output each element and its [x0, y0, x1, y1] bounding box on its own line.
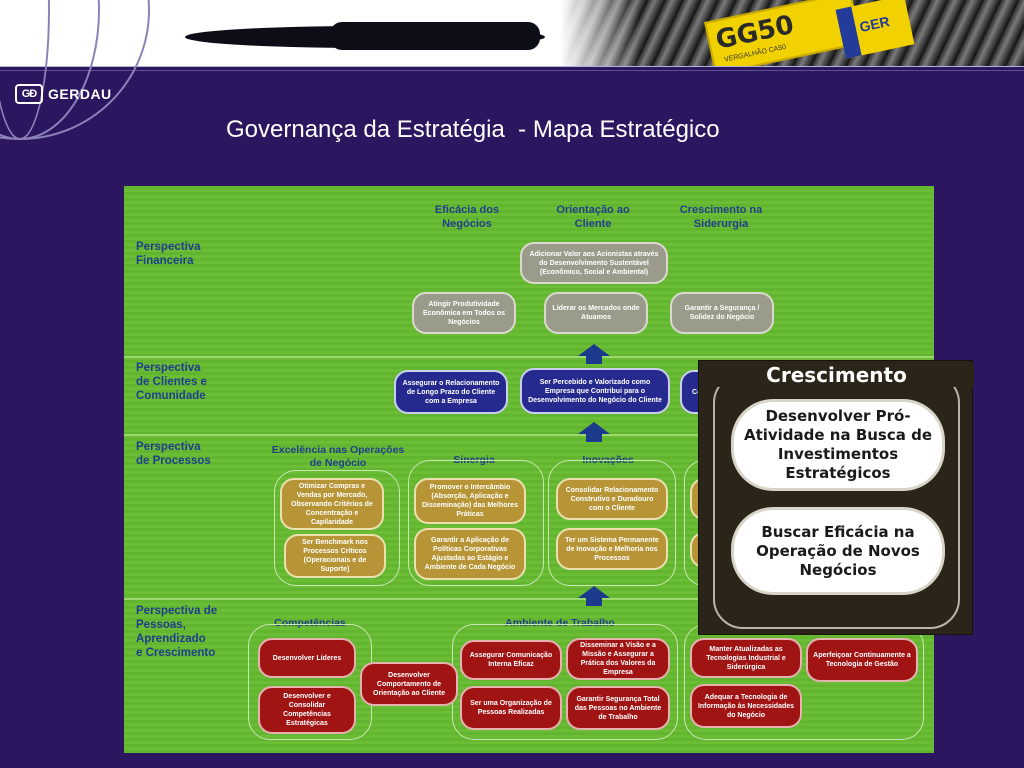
- callout-item: Buscar Eficácia na Operação de Novos Neg…: [731, 507, 945, 595]
- financial-objective: Adicionar Valor aos Acionistas através d…: [520, 242, 668, 284]
- callout-title: Crescimento: [699, 363, 974, 387]
- process-objective: Consolidar Relacionamento Construtivo e …: [556, 478, 668, 520]
- header-divider: [0, 70, 1024, 71]
- header-divider: [0, 66, 1024, 67]
- band-divider: [124, 434, 934, 436]
- up-arrow-icon: [586, 598, 602, 606]
- growth-callout: Crescimento Desenvolver Pró-Atividade na…: [698, 360, 974, 635]
- financial-objective: Liderar os Mercados onde Atuamos: [544, 292, 648, 334]
- process-group: [408, 460, 544, 586]
- group-header: Ambiente de Trabalho: [505, 617, 615, 629]
- process-objective: Ter um Sistema Permanente de Inovação e …: [556, 528, 668, 570]
- page-title: Governança da Estratégia - Mapa Estratég…: [226, 116, 720, 143]
- up-arrow-icon: [586, 434, 602, 442]
- band-divider: [124, 356, 934, 358]
- financial-objective: Atingir Produtividade Econômica em Todos…: [412, 292, 516, 334]
- people-objective: Aperfeiçoar Continuamente a Tecnologia d…: [806, 638, 918, 682]
- up-arrow-icon: [586, 356, 602, 364]
- up-arrow-icon: [578, 422, 610, 434]
- people-objective: Desenvolver Líderes: [258, 638, 356, 678]
- gerdau-logo: GĐ GERDAU: [15, 84, 112, 104]
- column-header: Orientação ao Cliente: [556, 204, 630, 230]
- up-arrow-icon: [578, 586, 610, 598]
- perspective-label: Perspectiva Financeira: [136, 241, 201, 267]
- group-header: Competências: [274, 617, 346, 629]
- people-objective: Garantir Segurança Total das Pessoas no …: [566, 686, 670, 730]
- people-objective: Desenvolver Comportamento de Orientação …: [360, 662, 458, 706]
- people-objective: Ser uma Organização de Pessoas Realizada…: [460, 686, 562, 730]
- column-header: Eficácia dos Negócios: [434, 204, 500, 230]
- client-objective: Assegurar o Relacionamento de Longo Praz…: [394, 370, 508, 414]
- process-objective: Ser Benchmark nos Processos Críticos (Op…: [284, 534, 386, 578]
- people-objective: Assegurar Comunicação Interna Eficaz: [460, 640, 562, 680]
- process-group: [548, 460, 676, 586]
- process-objective: Promover o Intercâmbio (Absorção, Aplica…: [414, 478, 526, 524]
- people-objective: Adequar a Tecnologia de Informação às Ne…: [690, 684, 802, 728]
- client-objective: Ser Percebido e Valorizado como Empresa …: [520, 368, 670, 414]
- up-arrow-icon: [578, 344, 610, 356]
- band-divider: [124, 598, 934, 600]
- logo-mark-icon: GĐ: [15, 84, 43, 104]
- process-objective: Otimizar Compras e Vendas por Mercado, O…: [280, 478, 384, 530]
- process-objective: Garantir a Aplicação de Políticas Corpor…: [414, 528, 526, 580]
- header-redaction: [330, 22, 540, 50]
- column-header: Crescimento na Siderurgia: [679, 204, 763, 230]
- perspective-label: Perspectiva de Pessoas, Aprendizado e Cr…: [136, 605, 218, 659]
- callout-item: Desenvolver Pró-Atividade na Busca de In…: [731, 399, 945, 491]
- perspective-label: Perspectiva de Clientes e Comunidade: [136, 362, 207, 402]
- perspective-label: Perspectiva de Processos: [136, 441, 211, 467]
- logo-text: GERDAU: [48, 86, 112, 102]
- people-objective: Desenvolver e Consolidar Competências Es…: [258, 686, 356, 734]
- brand-tag: GER: [835, 0, 915, 59]
- people-objective: Manter Atualizadas as Tecnologias Indust…: [690, 638, 802, 678]
- people-objective: Disseminar a Visão e a Missão e Assegura…: [566, 638, 670, 680]
- financial-objective: Garantir a Segurança / Solidez do Negóci…: [670, 292, 774, 334]
- header-photo: GG50 VERGALHÃO CA50 GER: [560, 0, 1024, 66]
- header-banner: GG50 VERGALHÃO CA50 GER: [0, 0, 1024, 66]
- strategy-map: Eficácia dos Negócios Orientação ao Clie…: [124, 186, 934, 753]
- globe-graphic: [0, 0, 160, 160]
- group-header: Excelência nas Operações de Negócio: [271, 444, 405, 469]
- brand-tag-label: GER: [858, 13, 892, 36]
- process-group: [274, 470, 400, 586]
